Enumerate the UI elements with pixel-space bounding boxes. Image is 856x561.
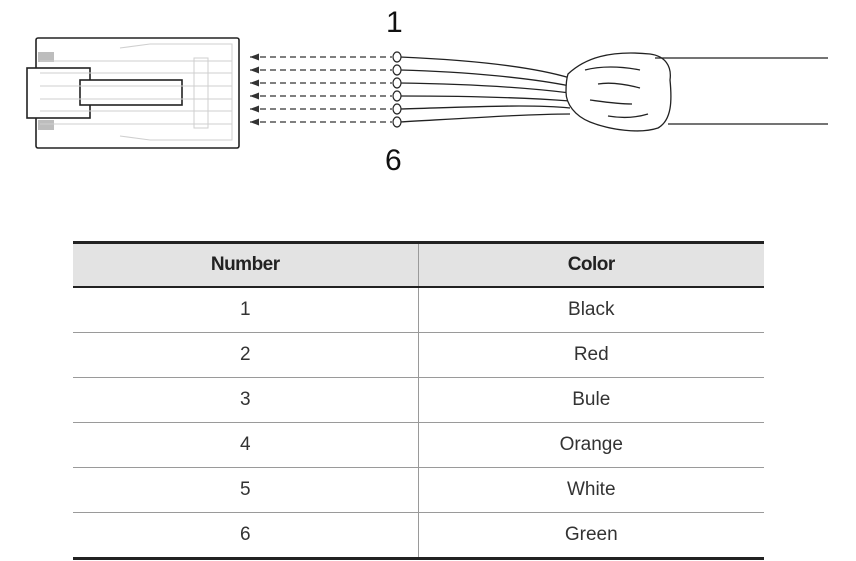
wire-end-cap	[392, 51, 402, 63]
table-row: 5 White	[73, 467, 764, 513]
table-header-row: Number Color	[73, 241, 764, 288]
arrow-left-icon	[250, 53, 259, 61]
cell-number: 2	[73, 332, 418, 378]
arrow-left-icon	[250, 92, 259, 100]
wire-ends	[392, 51, 402, 128]
header-color: Color	[417, 241, 764, 288]
cell-color: Red	[417, 332, 764, 378]
wire-color-table: Number Color 1 Black 2 Red 3 Bule 4 Oran…	[73, 241, 764, 560]
rj-connector	[26, 37, 240, 149]
cable-connector-diagram	[26, 37, 828, 149]
cell-number: 3	[73, 377, 418, 423]
cell-number: 5	[73, 467, 418, 513]
pin-label-top: 1	[386, 6, 403, 39]
wire-end-cap	[392, 77, 402, 89]
wire-end-cap	[392, 64, 402, 76]
table-row: 3 Bule	[73, 377, 764, 423]
cell-color: White	[417, 467, 764, 513]
arrow-left-icon	[250, 66, 259, 74]
cell-number: 4	[73, 422, 418, 468]
table-row: 4 Orange	[73, 422, 764, 468]
header-number: Number	[73, 241, 418, 288]
cell-number: 6	[73, 512, 418, 560]
arrow-left-icon	[250, 79, 259, 87]
connector-contacts	[38, 43, 233, 141]
cell-number: 1	[73, 287, 418, 333]
cell-color: Green	[417, 512, 764, 560]
cell-color: Black	[417, 287, 764, 333]
table-row: 6 Green	[73, 512, 764, 560]
cable-bundle	[399, 52, 828, 132]
arrow-left-icon	[250, 118, 259, 126]
wire-end-cap	[392, 116, 402, 128]
pin-label-bottom: 6	[385, 144, 402, 177]
cell-color: Bule	[417, 377, 764, 423]
cell-color: Orange	[417, 422, 764, 468]
table-row: 2 Red	[73, 332, 764, 378]
wire-guides	[250, 53, 392, 126]
arrow-left-icon	[250, 105, 259, 113]
wire-end-cap	[392, 103, 402, 115]
table-row: 1 Black	[73, 287, 764, 333]
wire-end-cap	[392, 90, 402, 102]
